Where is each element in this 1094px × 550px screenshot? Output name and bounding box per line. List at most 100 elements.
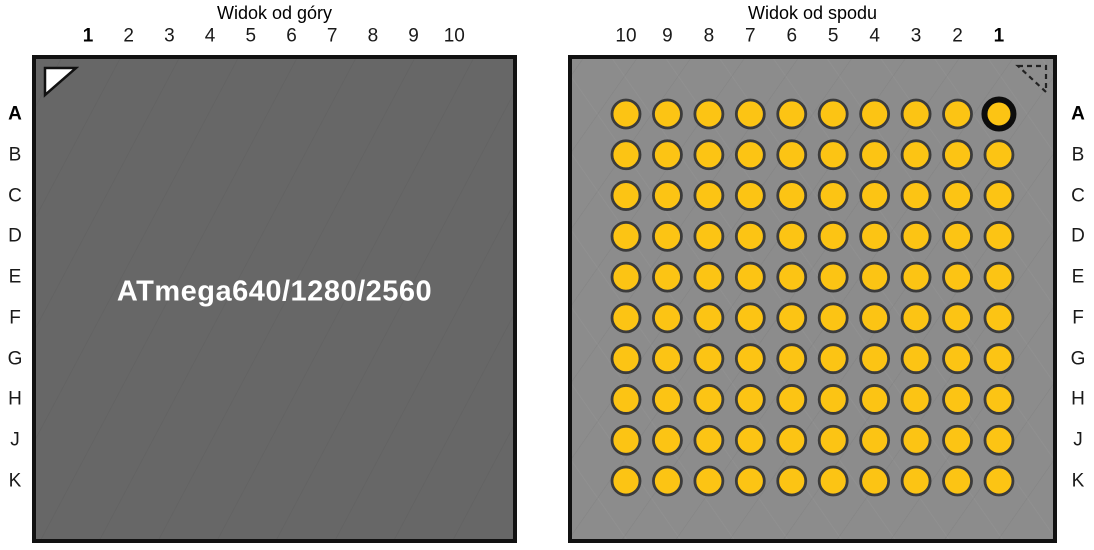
ball-C8 <box>693 180 725 211</box>
ball-C9 <box>652 180 683 211</box>
bottom-view-title: Widok od spodu <box>747 3 878 23</box>
package-bottom-view <box>568 55 1057 543</box>
ball-H1 <box>983 384 1015 415</box>
ball-J5 <box>817 424 849 456</box>
bottom-view-col-8: 8 <box>703 25 715 47</box>
ball-F5 <box>817 302 849 334</box>
bottom-view-row-K: K <box>1071 470 1085 492</box>
ball-D8 <box>693 220 725 252</box>
ball-J6 <box>776 424 808 456</box>
ball-J2 <box>942 424 973 456</box>
top-view-col-3: 3 <box>164 25 175 47</box>
top-view-col-2: 2 <box>123 25 134 47</box>
ball-C1 <box>983 180 1015 211</box>
top-view-row-G: G <box>7 348 23 370</box>
ball-F2 <box>942 302 973 334</box>
ball-A8 <box>693 98 725 130</box>
ball-E6 <box>776 261 808 293</box>
ball-G8 <box>693 343 725 375</box>
bottom-view-row-G: G <box>1070 348 1086 370</box>
ball-H9 <box>652 384 683 415</box>
ball-H2 <box>942 384 973 415</box>
ball-E4 <box>859 261 891 293</box>
ball-K10 <box>610 465 642 497</box>
ball-G7 <box>734 343 766 375</box>
ball-B10 <box>610 139 642 171</box>
ball-D7 <box>734 220 766 252</box>
ball-grid <box>610 96 1017 497</box>
ball-E5 <box>817 261 849 293</box>
bottom-view-col-2: 2 <box>952 25 963 47</box>
ball-F4 <box>859 302 891 334</box>
top-view-row-H: H <box>8 388 22 410</box>
top-view-col-7: 7 <box>326 25 338 47</box>
bottom-view-row-J: J <box>1073 429 1083 451</box>
ball-D10 <box>610 220 642 252</box>
ball-F9 <box>652 302 683 334</box>
bottom-view-col-5: 5 <box>827 25 839 47</box>
ball-J9 <box>652 424 683 456</box>
ball-D9 <box>652 220 683 252</box>
ball-K5 <box>817 465 849 497</box>
ball-A4 <box>859 98 891 130</box>
ball-C2 <box>942 180 973 211</box>
ball-K2 <box>942 465 973 497</box>
ball-H6 <box>776 384 808 415</box>
top-view-title: Widok od góry <box>216 3 333 23</box>
bottom-view-row-C: C <box>1071 185 1085 207</box>
ball-G4 <box>859 343 891 375</box>
ball-J10 <box>610 424 642 456</box>
bottom-view-col-7: 7 <box>745 25 756 47</box>
ball-B2 <box>942 139 973 171</box>
ball-G9 <box>652 343 683 375</box>
top-view-row-E: E <box>8 266 22 288</box>
ball-J3 <box>900 424 932 456</box>
ball-F10 <box>610 302 642 334</box>
bottom-view-row-H: H <box>1071 388 1085 410</box>
ball-E9 <box>652 261 683 293</box>
ball-J7 <box>734 424 766 456</box>
ball-A7 <box>734 98 766 130</box>
chip-part-number: ATmega640/1280/2560 <box>116 275 433 308</box>
bottom-view-row-F: F <box>1072 307 1084 329</box>
top-view-row-B: B <box>8 144 22 166</box>
ball-F3 <box>900 302 932 334</box>
ball-D4 <box>859 220 891 252</box>
top-view-col-4: 4 <box>204 25 216 47</box>
pin1-triangle-icon <box>43 66 79 98</box>
ball-D1 <box>983 220 1015 252</box>
ball-H8 <box>693 384 725 415</box>
bottom-view-col-4: 4 <box>869 25 880 47</box>
top-view-row-A: A <box>8 103 22 125</box>
ball-A3 <box>900 98 932 130</box>
ball-A10 <box>610 98 642 130</box>
pin1-dashed-triangle-icon <box>1015 64 1048 95</box>
bottom-view-row-B: B <box>1071 144 1085 166</box>
bottom-view-col-6: 6 <box>786 25 798 47</box>
top-view-col-5: 5 <box>245 25 257 47</box>
ball-H10 <box>610 384 642 415</box>
ball-H5 <box>817 384 849 415</box>
ball-D5 <box>817 220 849 252</box>
bottom-view-row-D: D <box>1071 225 1085 247</box>
ball-B7 <box>734 139 766 171</box>
top-view-col-9: 9 <box>408 25 419 47</box>
ball-H3 <box>900 384 932 415</box>
ball-K6 <box>776 465 808 497</box>
ball-A6 <box>776 98 808 130</box>
top-view-col-10: 10 <box>443 25 465 47</box>
ball-H4 <box>859 384 891 415</box>
ball-K4 <box>859 465 891 497</box>
ball-F7 <box>734 302 766 334</box>
ball-C3 <box>900 180 932 211</box>
ball-E8 <box>693 261 725 293</box>
ball-C4 <box>859 180 891 211</box>
bottom-view-col-9: 9 <box>662 25 673 47</box>
top-view-row-J: J <box>10 429 20 451</box>
top-view-row-D: D <box>8 225 22 247</box>
top-view-row-C: C <box>8 185 22 207</box>
top-view-row-K: K <box>8 470 22 492</box>
ball-A9 <box>652 98 683 130</box>
ball-B9 <box>652 139 683 171</box>
